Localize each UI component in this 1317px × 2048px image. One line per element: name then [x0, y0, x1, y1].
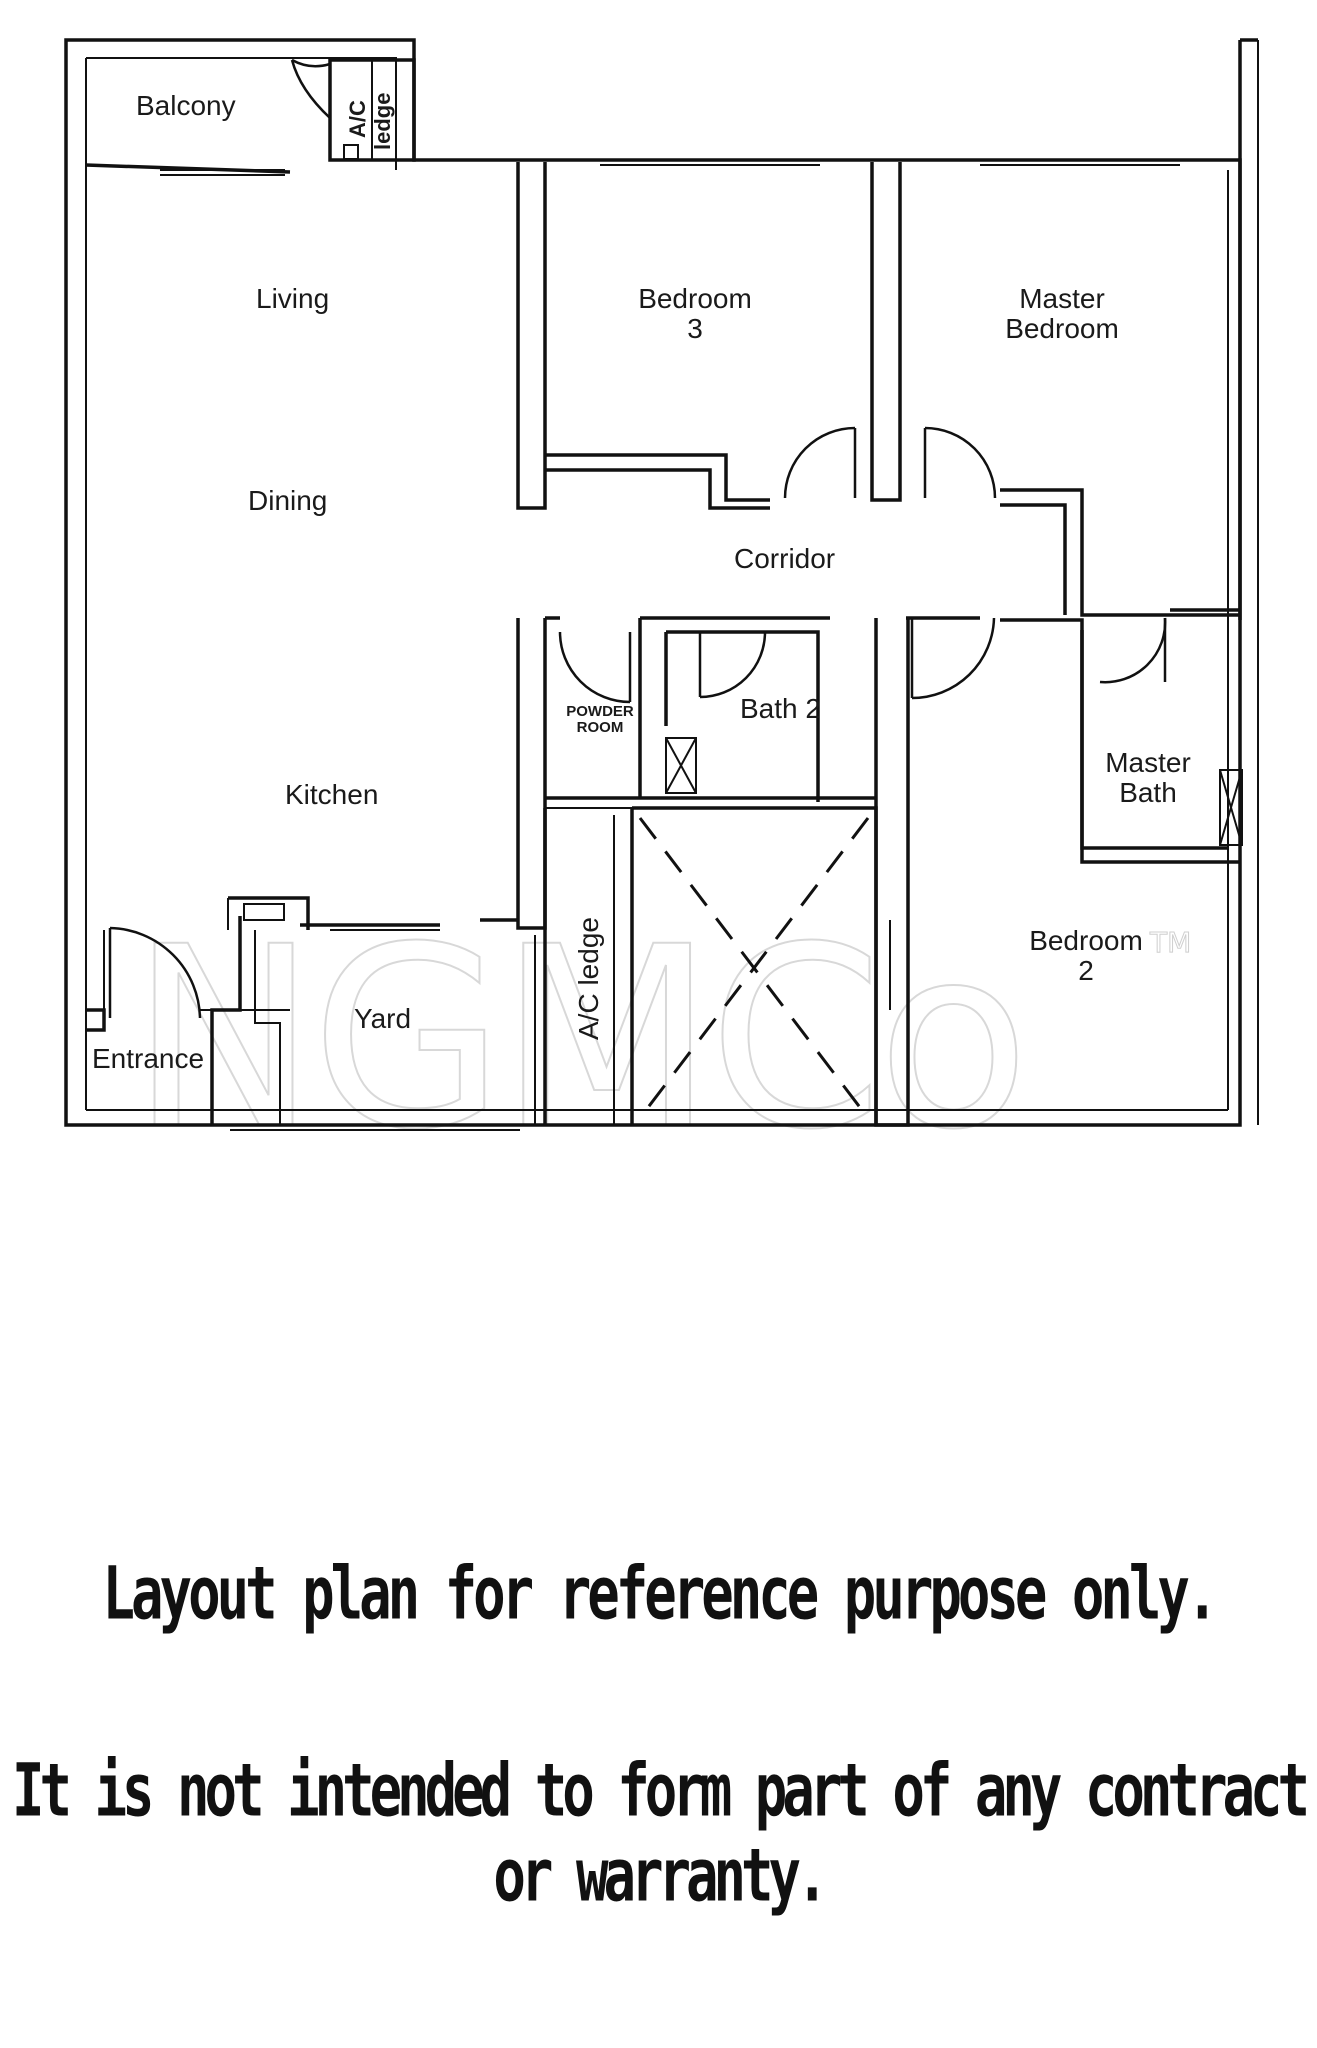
floor-plan: NGMCo TM: [64, 38, 1259, 1160]
label-master-bath-line2: Bath: [1119, 777, 1177, 808]
label-powder-room-line2: ROOM: [577, 719, 624, 736]
label-ac-ledge: A/C ledge: [573, 917, 604, 1040]
label-powder-room-line1: POWDER: [566, 703, 634, 720]
label-master-bath-line1: Master: [1105, 747, 1191, 778]
label-kitchen: Kitchen: [285, 779, 378, 810]
disclaimer-line-1: Layout plan for reference purpose only.: [102, 1550, 1219, 1637]
fixtures: [160, 144, 1243, 1119]
label-master-bedroom-line2: Bedroom: [1005, 313, 1119, 344]
disclaimer-line-2: It is not intended to form part of any c…: [11, 1747, 1310, 1919]
walls: [64, 38, 1259, 1131]
label-bath2: Bath 2: [740, 693, 821, 724]
label-dining: Dining: [248, 485, 327, 516]
label-living: Living: [256, 283, 329, 314]
watermark-tm: TM: [1149, 926, 1191, 959]
label-bedroom3-line2: 3: [687, 313, 703, 344]
label-yard: Yard: [354, 1003, 411, 1034]
label-bedroom2-line1: Bedroom: [1029, 925, 1143, 956]
label-entrance: Entrance: [92, 1043, 204, 1074]
label-ac-ledge-top-2: ledge: [370, 93, 395, 150]
doors: [108, 58, 1167, 1019]
label-ac-ledge-top-1: A/C: [345, 100, 370, 138]
label-balcony: Balcony: [136, 90, 236, 121]
room-labels: Balcony A/C ledge Living Dining Kitchen …: [92, 90, 1191, 1074]
label-master-bedroom-line1: Master: [1019, 283, 1105, 314]
label-bedroom2-line2: 2: [1078, 955, 1094, 986]
label-bedroom3-line1: Bedroom: [638, 283, 752, 314]
label-corridor: Corridor: [734, 543, 835, 574]
